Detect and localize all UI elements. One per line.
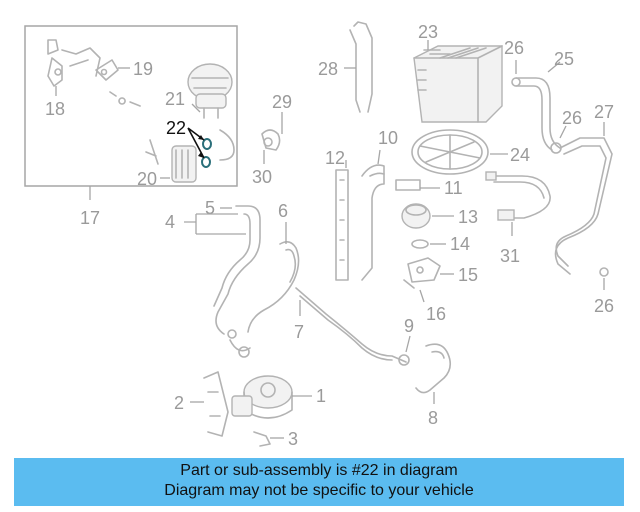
hose-25-drawing xyxy=(511,77,561,151)
callout-27[interactable]: 27 xyxy=(594,102,614,122)
part-info-banner: Part or sub-assembly is #22 in diagram D… xyxy=(14,458,624,506)
filter-20-drawing xyxy=(145,139,197,183)
callout-9[interactable]: 9 xyxy=(404,316,414,336)
callout-26a[interactable]: 26 xyxy=(504,38,524,58)
callout-24[interactable]: 24 xyxy=(510,145,530,165)
pipe-27-drawing xyxy=(550,137,613,277)
plate-24-drawing xyxy=(411,129,489,175)
banner-line-1: Part or sub-assembly is #22 in diagram xyxy=(180,462,458,479)
callout-7[interactable]: 7 xyxy=(294,322,304,342)
callout-28[interactable]: 28 xyxy=(318,59,338,79)
callout-26b[interactable]: 26 xyxy=(562,108,582,128)
callout-20[interactable]: 20 xyxy=(137,169,157,189)
callout-13[interactable]: 13 xyxy=(458,207,478,227)
callout-12[interactable]: 12 xyxy=(325,148,345,168)
bracket-19-drawing xyxy=(95,59,141,107)
canister-23-drawing xyxy=(413,45,503,123)
callout-30[interactable]: 30 xyxy=(252,167,272,187)
callout-31[interactable]: 31 xyxy=(500,246,520,266)
callout-17[interactable]: 17 xyxy=(80,208,100,228)
callout-25[interactable]: 25 xyxy=(554,49,574,69)
pump-1-3-drawing xyxy=(203,371,293,447)
callout-26c[interactable]: 26 xyxy=(594,296,614,316)
clip-29-30-drawing xyxy=(261,129,281,151)
hose-28-drawing xyxy=(349,21,373,113)
callout-3[interactable]: 3 xyxy=(288,429,298,449)
callout-15[interactable]: 15 xyxy=(458,265,478,285)
callout-8[interactable]: 8 xyxy=(428,408,438,428)
callout-29[interactable]: 29 xyxy=(272,92,292,112)
callout-11[interactable]: 11 xyxy=(444,178,463,198)
hoses-4-6-drawing xyxy=(213,205,300,358)
callout-1[interactable]: 1 xyxy=(316,386,326,406)
tubes-7-9-drawing xyxy=(295,287,452,394)
callout-19[interactable]: 19 xyxy=(133,59,153,79)
inset-box xyxy=(24,25,238,187)
valve-21-drawing xyxy=(187,63,235,161)
part-22-drawing[interactable] xyxy=(201,138,212,168)
pipe-10-12-drawing xyxy=(335,164,421,281)
callout-18[interactable]: 18 xyxy=(45,99,65,119)
callout-6[interactable]: 6 xyxy=(278,201,288,221)
sensor-31-drawing xyxy=(485,171,551,221)
callout-10[interactable]: 10 xyxy=(378,128,398,148)
callout-22[interactable]: 22 xyxy=(166,118,186,138)
banner-line-2: Diagram may not be specific to your vehi… xyxy=(164,482,474,499)
callout-23[interactable]: 23 xyxy=(418,22,438,42)
bracket-18-drawing xyxy=(47,39,101,87)
callout-16[interactable]: 16 xyxy=(426,304,446,324)
callout-14[interactable]: 14 xyxy=(450,234,470,254)
callout-2[interactable]: 2 xyxy=(174,393,184,413)
valve-13-16-drawing xyxy=(401,203,441,289)
callout-4[interactable]: 4 xyxy=(165,212,175,232)
callout-5[interactable]: 5 xyxy=(205,198,215,218)
callout-21[interactable]: 21 xyxy=(165,89,185,109)
